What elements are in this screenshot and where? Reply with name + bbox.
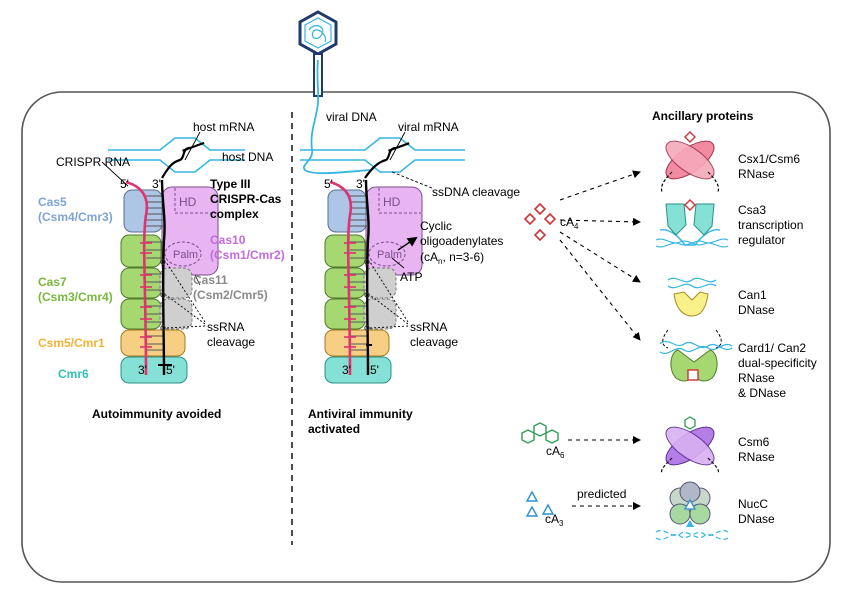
ca4-diamond-icon xyxy=(523,202,557,242)
title-ancillary-proteins: Ancillary proteins xyxy=(652,109,754,123)
label-mid-bottom-3prime: 3' xyxy=(342,363,351,377)
middle-complex xyxy=(300,131,465,384)
label-left-ssrna-2: cleavage xyxy=(207,335,255,349)
caption-autoimmunity: Autoimmunity avoided xyxy=(92,407,221,421)
label-host-dna: host DNA xyxy=(222,150,273,164)
label-cas10-2: (Csm1/Cmr2) xyxy=(210,248,285,262)
ca3-triangle-icon xyxy=(525,490,555,517)
label-mid-ssrna-2: cleavage xyxy=(410,335,458,349)
label-cas7-2: (Csm3/Cmr4) xyxy=(38,290,113,304)
caption-antiviral-2: activated xyxy=(308,422,360,436)
label-csm6-1: Csm6 xyxy=(738,435,770,449)
label-type-iii-3: complex xyxy=(210,207,259,221)
label-atp: ATP xyxy=(400,270,422,284)
csx1-protein-icon xyxy=(660,131,720,193)
label-ca3: cA3 xyxy=(545,512,564,528)
label-mid-3prime: 3' xyxy=(356,177,365,191)
label-cyclic-1: Cyclic xyxy=(420,219,452,233)
label-cas10-1: Cas10 xyxy=(210,233,246,247)
label-card1-4: & DNase xyxy=(738,386,786,400)
label-cas11-1: Cas11 xyxy=(193,273,228,287)
label-csx1-2: RNase xyxy=(738,167,775,181)
label-viral-mrna: viral mRNA xyxy=(398,120,459,134)
label-cas11-2: (Csm2/Cmr5) xyxy=(193,288,268,302)
cell-outline xyxy=(21,91,831,583)
label-predicted: predicted xyxy=(577,487,626,501)
label-card1-3: RNase xyxy=(738,371,775,385)
label-mid-bottom-5prime: 5' xyxy=(370,363,379,377)
ca6-hexagon-icon xyxy=(521,422,559,444)
label-mid-ssrna-1: ssRNA xyxy=(410,320,447,334)
label-card1-2: dual-specificity xyxy=(738,356,817,370)
can1-protein-icon xyxy=(667,277,717,317)
label-mid-5prime: 5' xyxy=(324,177,333,191)
label-left-bottom-5prime: 5' xyxy=(166,363,175,377)
label-viral-dna: viral DNA xyxy=(326,110,377,124)
label-ca6: cA6 xyxy=(546,444,565,460)
csa3-protein-icon xyxy=(655,199,729,248)
label-crispr-rna: CRISPR RNA xyxy=(56,155,130,169)
label-cas5-1: Cas5 xyxy=(38,195,67,209)
label-left-5prime: 5' xyxy=(120,177,129,191)
label-left-palm: Palm xyxy=(173,249,198,261)
label-can1-1: Can1 xyxy=(738,288,767,302)
label-nucc-1: NucC xyxy=(738,497,768,511)
card1-protein-icon xyxy=(659,329,733,382)
label-host-mrna: host mRNA xyxy=(193,120,254,134)
label-csx1-1: Csx1/Csm6 xyxy=(738,152,800,166)
label-left-3prime: 3' xyxy=(152,177,161,191)
label-can1-2: DNase xyxy=(738,303,775,317)
label-mid-palm: Palm xyxy=(377,249,402,261)
label-mid-hd: HD xyxy=(383,195,401,209)
ancillary-arrows xyxy=(559,170,641,510)
label-cyclic-2: oligoadenylates xyxy=(420,234,503,248)
label-cas5-2: (Csm4/Cmr3) xyxy=(38,210,113,224)
label-csa3-2: transcription xyxy=(738,218,803,232)
label-csm6-2: RNase xyxy=(738,450,775,464)
nucc-protein-icon xyxy=(655,481,729,540)
label-left-hd: HD xyxy=(179,195,197,209)
label-type-iii-2: CRISPR-Cas xyxy=(210,192,282,206)
label-csa3-3: regulator xyxy=(738,233,785,247)
label-cyclic-3: (cAn, n=3-6) xyxy=(420,250,484,266)
label-card1-1: Card1/ Can2 xyxy=(738,341,806,355)
label-cmr6: Cmr6 xyxy=(58,367,89,381)
label-left-bottom-3prime: 3' xyxy=(138,363,147,377)
label-left-ssrna-1: ssRNA xyxy=(207,320,244,334)
csm6-protein-icon xyxy=(660,416,720,475)
label-ca4: cA4 xyxy=(560,215,579,231)
label-ssdna-cleavage: ssDNA cleavage xyxy=(432,185,520,199)
label-cas7-1: Cas7 xyxy=(38,275,67,289)
label-nucc-2: DNase xyxy=(738,512,775,526)
label-csa3-1: Csa3 xyxy=(738,203,766,217)
label-csm5: Csm5/Cmr1 xyxy=(38,336,105,350)
left-complex xyxy=(101,131,245,384)
label-type-iii-1: Type III xyxy=(210,177,250,191)
caption-antiviral-1: Antiviral immunity xyxy=(308,407,413,421)
